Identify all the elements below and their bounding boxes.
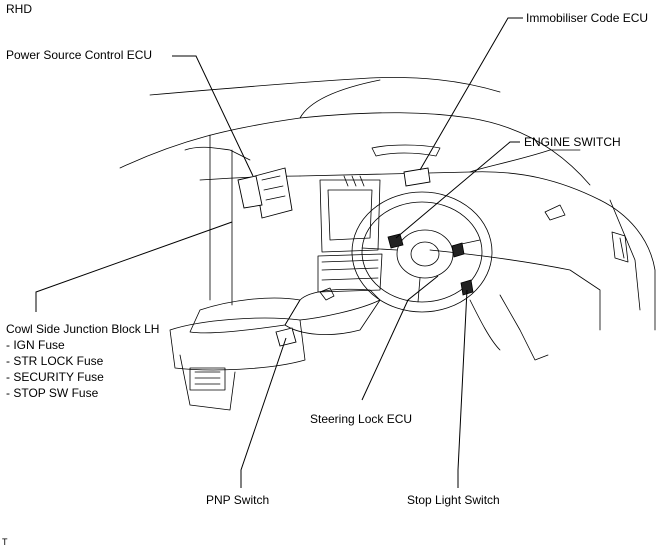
steering-wheel [351,191,493,313]
dashboard-outline [119,77,656,411]
power-source-control-ecu-part [237,167,293,219]
pnp-switch-label: PNP Switch [206,493,270,507]
engine-switch-part [387,233,404,249]
stop-light-switch-part [460,279,474,296]
immobiliser-code-ecu-part [403,167,431,187]
leader-lines [35,17,523,488]
engine-switch-label: ENGINE SWITCH [524,135,621,149]
power-source-control-ecu-label: Power Source Control ECU [6,48,153,62]
cowl-side-junction-block-label: Cowl Side Junction Block LH [6,322,160,336]
steering-lock-ecu-label: Steering Lock ECU [310,412,413,426]
fuse-list: - IGN Fuse - STR LOCK Fuse - SECURITY Fu… [6,337,104,401]
fuse-item: - STOP SW Fuse [6,386,99,400]
fuse-item: - SECURITY Fuse [6,370,104,384]
region-label: RHD [6,2,32,16]
fuse-item: - STR LOCK Fuse [6,354,104,368]
corner-mark: T [2,537,8,547]
immobiliser-code-ecu-label: Immobiliser Code ECU [526,11,649,25]
pnp-switch-part [275,327,297,347]
fuse-item: - IGN Fuse [6,338,65,352]
hazard-switch-part [451,242,465,258]
stop-light-switch-label: Stop Light Switch [407,493,500,507]
